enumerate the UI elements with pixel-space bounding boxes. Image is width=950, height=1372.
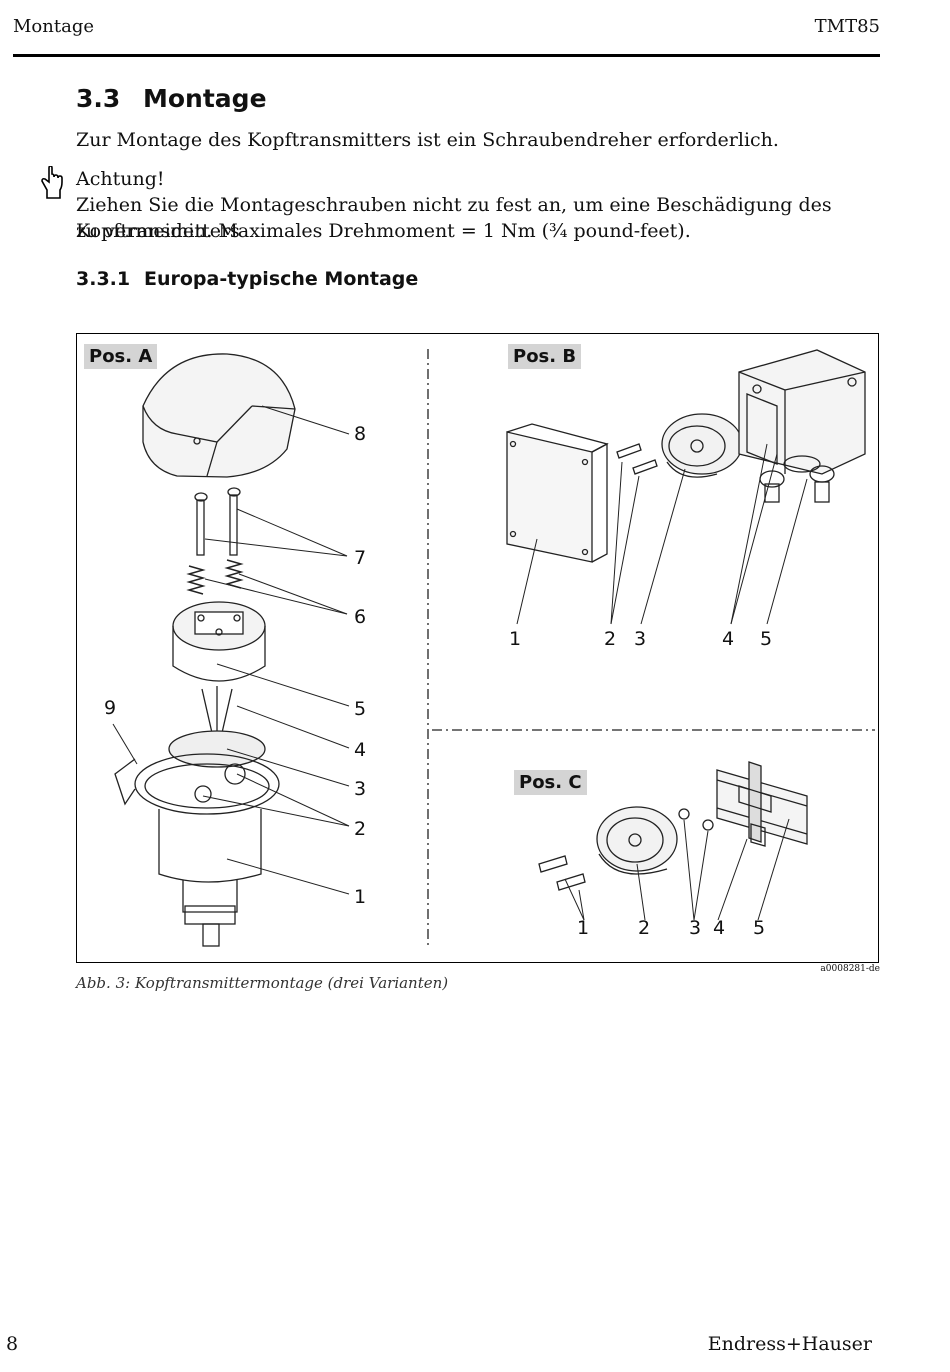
pos-c-callout: 3	[689, 917, 702, 939]
notice-line-1: Ziehen Sie die Montageschrauben nicht zu…	[76, 194, 832, 242]
figure-code: a0008281-de	[820, 964, 880, 974]
pos-b-callout: 3	[634, 628, 647, 650]
subsection-number: 3.3.1	[76, 268, 131, 290]
pos-a-callout: 7	[354, 547, 367, 569]
notice-title: Achtung!	[76, 168, 165, 190]
leader-lines-c	[564, 818, 790, 921]
running-header-product: TMT85	[814, 16, 880, 37]
cover-plate-drawing	[506, 423, 609, 563]
header-rule	[13, 54, 880, 57]
brand-footer: Endress+Hauser	[707, 1333, 872, 1355]
section-title: Montage	[143, 84, 267, 113]
pointing-hand-icon	[41, 166, 63, 199]
screws-drawing	[194, 487, 241, 556]
din-rail-drawing	[716, 761, 808, 847]
transmitter-c-drawing	[596, 806, 678, 875]
subsection-title: Europa-typische Montage	[144, 268, 419, 290]
pos-c-callout: 5	[753, 917, 766, 939]
cover-drawing	[142, 353, 296, 478]
subsection-heading: 3.3.1 Europa-typische Montage	[76, 268, 418, 290]
section-heading: 3.3 Montage	[76, 84, 267, 113]
springs-drawing	[186, 559, 244, 595]
intro-paragraph: Zur Montage des Kopftransmitters ist ein…	[76, 129, 779, 151]
pos-b-callout: 4	[722, 628, 735, 650]
running-header-section: Montage	[13, 16, 94, 37]
mounting-figure: Pos. A Pos. B Pos. C 8 7 6 5 4 3 2 1 9 1…	[76, 333, 879, 963]
pos-a-callout: 9	[104, 697, 117, 719]
junction-box-drawing	[738, 349, 866, 503]
screws-b-drawing	[616, 443, 658, 475]
transmitter-b-drawing	[661, 413, 743, 478]
figure-caption: Abb. 3: Kopftransmittermontage (drei Var…	[76, 974, 449, 992]
notice-line-2: zu vermeiden. Maximales Drehmoment = 1 N…	[76, 220, 691, 242]
pos-a-label: Pos. A	[84, 344, 158, 369]
rings-c-drawing	[678, 808, 714, 831]
pos-a-callout: 6	[354, 606, 367, 628]
insert-drawing	[168, 730, 266, 803]
transmitter-a-drawing	[172, 601, 266, 682]
pos-a-callout: 8	[354, 423, 367, 445]
pos-c-callout: 1	[577, 917, 590, 939]
pos-b-label: Pos. B	[508, 344, 582, 369]
leader-lines-a	[112, 405, 350, 895]
pos-b-callout: 5	[760, 628, 773, 650]
pos-c-callout: 2	[638, 917, 651, 939]
pos-c-label: Pos. C	[514, 770, 587, 795]
pos-b-callout: 1	[509, 628, 522, 650]
pos-a-callout: 3	[354, 778, 367, 800]
pos-b-callout: 2	[604, 628, 617, 650]
page-number: 8	[6, 1333, 19, 1355]
screws-c-drawing	[538, 855, 586, 891]
terminal-head-drawing	[114, 753, 280, 947]
pos-a-callout: 2	[354, 818, 367, 840]
leader-lines-b	[516, 443, 808, 625]
section-number: 3.3	[76, 84, 121, 113]
pos-c-callout: 4	[713, 917, 726, 939]
pos-a-callout: 5	[354, 698, 367, 720]
pos-a-callout: 4	[354, 739, 367, 761]
pos-a-callout: 1	[354, 886, 367, 908]
mounting-drawing	[112, 349, 875, 947]
